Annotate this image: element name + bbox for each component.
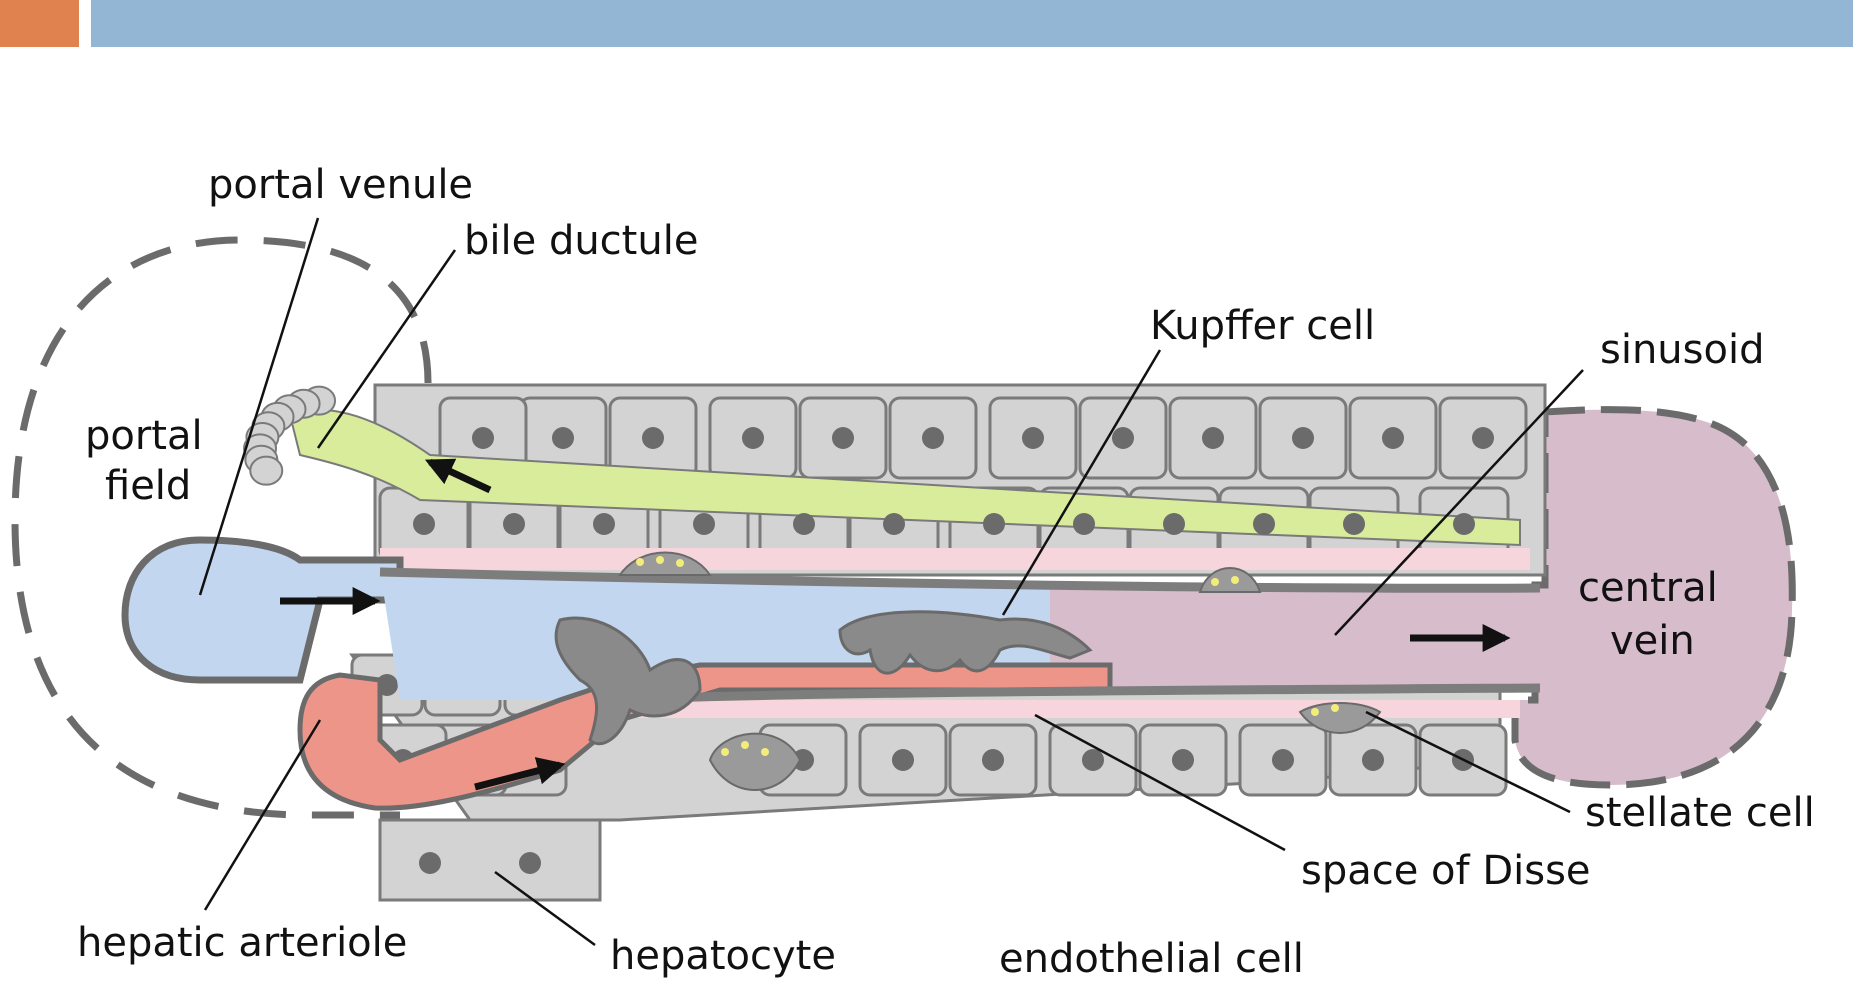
lipid-droplet — [741, 741, 749, 749]
hepatocyte-nucleus — [1202, 427, 1224, 449]
hepatocyte-nucleus — [503, 513, 525, 535]
label-central-vein-line2: vein — [1610, 618, 1695, 664]
label-space-of-disse: space of Disse — [1301, 848, 1591, 894]
label-portal-field-line1: portal — [85, 413, 203, 459]
bile-ductule-cell — [250, 457, 282, 485]
lipid-droplet — [1311, 708, 1319, 716]
label-hepatic-arteriole: hepatic arteriole — [77, 920, 407, 966]
hepatocyte-nucleus — [1112, 427, 1134, 449]
hepatocyte-nucleus — [1172, 749, 1194, 771]
hepatocyte-nucleus — [1022, 427, 1044, 449]
hepatocyte-nucleus — [593, 513, 615, 535]
hepatocyte-nucleus — [793, 513, 815, 535]
hepatocyte-nucleus — [883, 513, 905, 535]
lipid-droplet — [656, 556, 664, 564]
hepatocyte-nucleus — [1073, 513, 1095, 535]
lipid-droplet — [636, 558, 644, 566]
disse-strip-bottom — [600, 700, 1520, 718]
label-portal-field-line2: field — [105, 463, 191, 509]
label-sinusoid: sinusoid — [1600, 327, 1764, 373]
hepatocyte-nucleus — [1292, 427, 1314, 449]
hepatocyte-nucleus — [552, 427, 574, 449]
hepatocyte-nucleus — [1362, 749, 1384, 771]
label-kupffer-cell: Kupffer cell — [1150, 303, 1375, 349]
label-hepatocyte: hepatocyte — [610, 933, 836, 979]
hepatocyte-nucleus — [642, 427, 664, 449]
disse-strip-top — [380, 548, 1530, 570]
hepatocyte-nucleus — [742, 427, 764, 449]
hepatocyte-nucleus — [1163, 513, 1185, 535]
lipid-droplet — [1331, 704, 1339, 712]
hepatocyte-nucleus — [1343, 513, 1365, 535]
hepatocyte-nucleus — [922, 427, 944, 449]
hepatocyte-plate-top — [244, 385, 1545, 575]
hepatocyte-nucleus — [472, 427, 494, 449]
label-bile-ductule: bile ductule — [464, 218, 698, 264]
hepatocyte-nucleus — [693, 513, 715, 535]
hepatocyte-nucleus — [1082, 749, 1104, 771]
label-central-vein-line1: central — [1578, 565, 1718, 611]
lipid-droplet — [1231, 576, 1239, 584]
hepatocyte-nucleus — [892, 749, 914, 771]
hepatocyte-nucleus — [832, 427, 854, 449]
hepatocyte-nucleus — [1453, 513, 1475, 535]
hepatocyte-nucleus — [1272, 749, 1294, 771]
lipid-droplet — [761, 748, 769, 756]
lipid-droplet — [1211, 578, 1219, 586]
hepatocyte-nucleus — [1253, 513, 1275, 535]
lipid-droplet — [676, 559, 684, 567]
hepatocyte-nucleus — [1472, 427, 1494, 449]
lipid-droplet — [721, 748, 729, 756]
label-stellate-cell: stellate cell — [1585, 790, 1815, 836]
label-endothelial-cell: endothelial cell — [999, 936, 1304, 982]
hepatocyte-nucleus — [1382, 427, 1404, 449]
hepatocyte-nucleus — [982, 749, 1004, 771]
label-portal-venule: portal venule — [208, 162, 473, 208]
hepatocyte-nucleus — [983, 513, 1005, 535]
hepatocyte-nucleus — [419, 852, 441, 874]
hepatocyte-nucleus — [519, 852, 541, 874]
hepatocyte-nucleus — [413, 513, 435, 535]
